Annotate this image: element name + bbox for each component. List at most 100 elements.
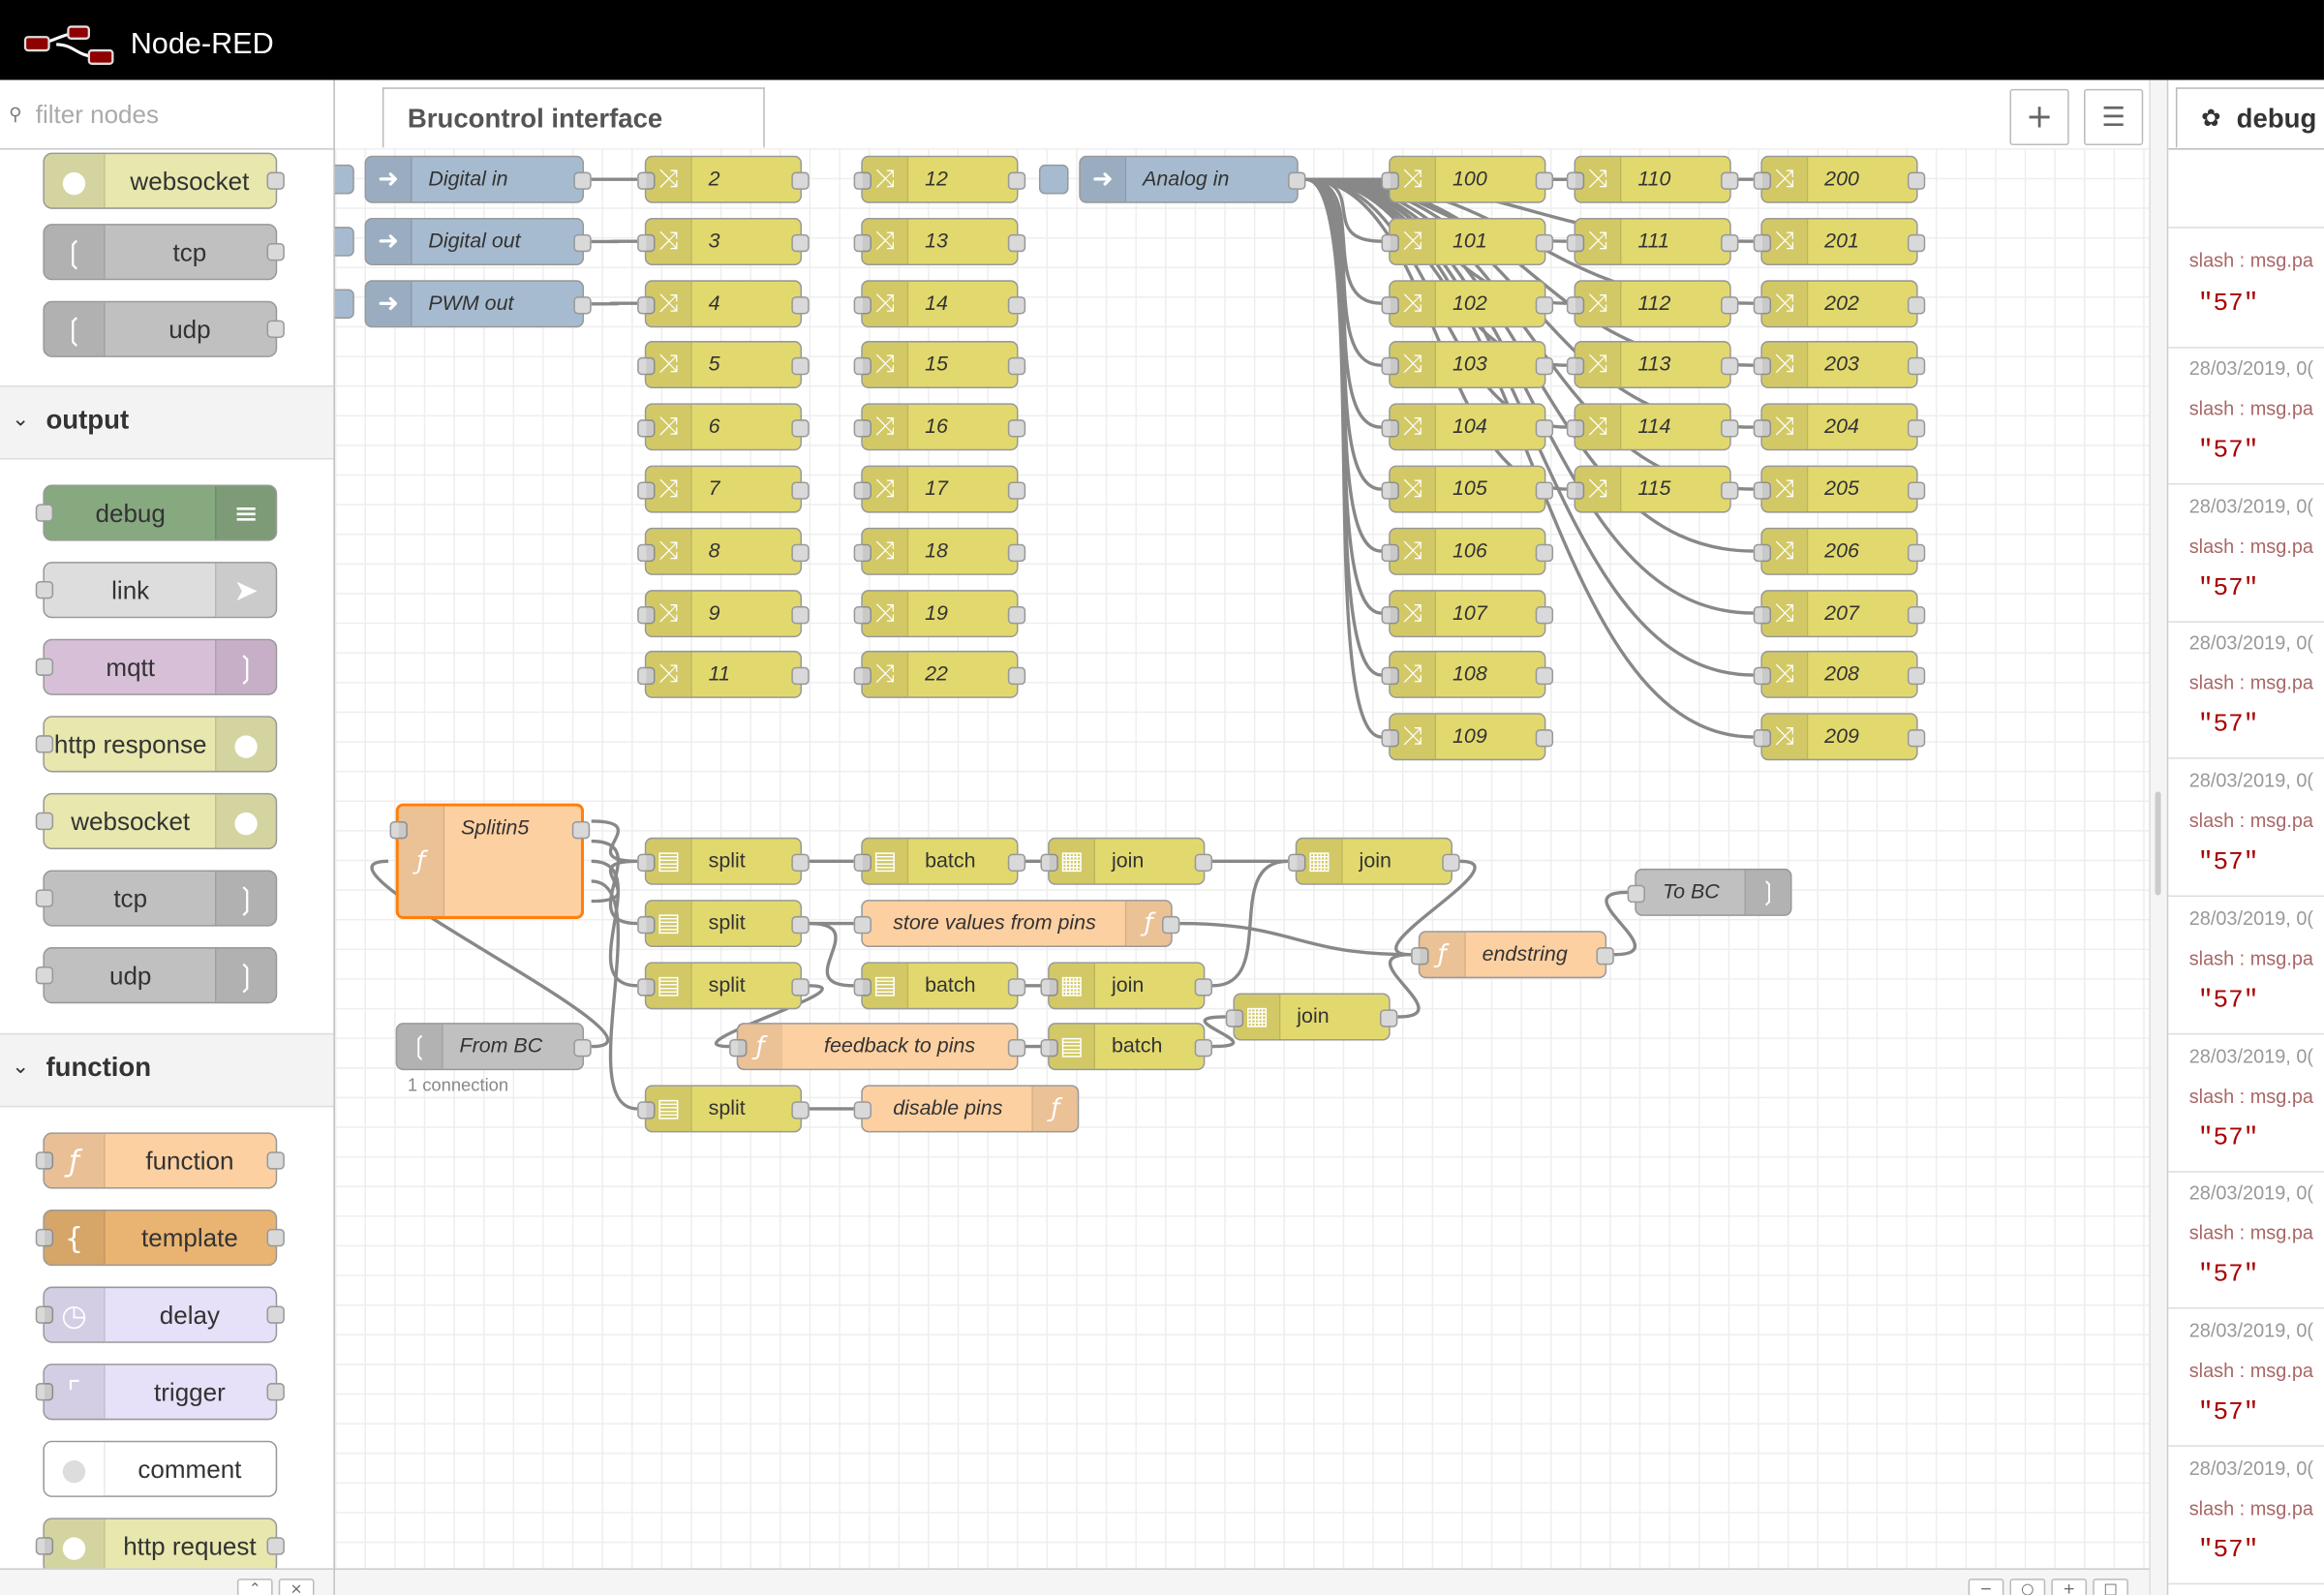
output-port[interactable]	[1008, 172, 1025, 190]
node-switch-109[interactable]: ⤨109	[1389, 714, 1545, 761]
output-port[interactable]	[1380, 1009, 1397, 1027]
node-switch-207[interactable]: ⤨207	[1760, 590, 1917, 637]
sidebar-resize-bar[interactable]	[2149, 80, 2168, 1595]
node-switch-4[interactable]: ⤨4	[645, 280, 802, 327]
node-switch-107[interactable]: ⤨107	[1389, 590, 1545, 637]
node-switch-104[interactable]: ⤨104	[1389, 404, 1545, 451]
output-port[interactable]	[1721, 295, 1738, 313]
inject-button[interactable]	[335, 227, 354, 257]
node-switch-2[interactable]: ⤨2	[645, 156, 802, 203]
node-switch-206[interactable]: ⤨206	[1760, 528, 1917, 575]
node-join-4[interactable]: ▦join	[1233, 994, 1390, 1041]
node-switch-11[interactable]: ⤨11	[645, 652, 802, 699]
node-split-1[interactable]: ▤split	[645, 838, 802, 885]
node-join-3[interactable]: ▦join	[1296, 838, 1452, 885]
node-switch-16[interactable]: ⤨16	[861, 404, 1018, 451]
filter-nodes-input[interactable]: filter nodes	[36, 101, 159, 131]
palette-node-trigger[interactable]: ⌜ trigger	[43, 1364, 277, 1420]
output-port[interactable]	[1536, 419, 1553, 437]
node-switch-3[interactable]: ⤨3	[645, 218, 802, 265]
output-port[interactable]	[1008, 419, 1025, 437]
node-switch-204[interactable]: ⤨204	[1760, 404, 1917, 451]
palette-node-http-response[interactable]: http response ●	[43, 716, 277, 772]
output-port[interactable]	[1721, 481, 1738, 499]
node-split-4[interactable]: ▤split	[645, 1085, 802, 1132]
output-port[interactable]	[791, 916, 809, 934]
palette-node-function[interactable]: ƒ function	[43, 1132, 277, 1188]
output-port[interactable]	[1596, 947, 1613, 965]
output-port[interactable]	[1721, 357, 1738, 375]
node-switch-18[interactable]: ⤨18	[861, 528, 1018, 575]
node-switch-112[interactable]: ⤨112	[1574, 280, 1730, 327]
output-port[interactable]	[791, 854, 809, 872]
output-port[interactable]	[791, 667, 809, 685]
palette-node-udp-out[interactable]: udp ❳	[43, 947, 277, 1003]
debug-message[interactable]: 28/03/2019, 0(slash : msg.pa"57"	[2168, 622, 2324, 759]
debug-message[interactable]: 28/03/2019, 0(slash : msg.pa"57"	[2168, 1308, 2324, 1446]
output-port[interactable]	[573, 172, 591, 190]
node-switch-6[interactable]: ⤨6	[645, 404, 802, 451]
node-switch-201[interactable]: ⤨201	[1760, 218, 1917, 265]
palette-node-link[interactable]: link ➤	[43, 562, 277, 618]
output-port[interactable]	[791, 172, 809, 190]
debug-message[interactable]: 28/03/2019, 0(slash : msg.pa"57"	[2168, 347, 2324, 484]
output-port[interactable]	[791, 419, 809, 437]
debug-message[interactable]: 28/03/2019, 0(slash : msg.pa"57"	[2168, 484, 2324, 622]
node-switch-101[interactable]: ⤨101	[1389, 218, 1545, 265]
output-port[interactable]	[1721, 172, 1738, 190]
output-port[interactable]	[791, 481, 809, 499]
output-port[interactable]	[1908, 357, 1925, 375]
output-port[interactable]	[573, 234, 591, 252]
palette-node-tcp-in[interactable]: ❲ tcp	[43, 224, 277, 280]
output-port[interactable]	[1908, 295, 1925, 313]
output-port[interactable]	[791, 295, 809, 313]
output-port[interactable]	[1536, 667, 1553, 685]
zoom-in-button[interactable]: +	[2051, 1579, 2087, 1595]
output-port[interactable]	[1908, 543, 1925, 561]
tab-debug[interactable]: ✿ debug	[2176, 87, 2324, 148]
node-join-2[interactable]: ▦join	[1048, 962, 1205, 1009]
inject-button[interactable]	[335, 289, 354, 319]
inject-button[interactable]	[335, 165, 354, 195]
palette-node-delay[interactable]: ◷ delay	[43, 1287, 277, 1343]
node-switch-17[interactable]: ⤨17	[861, 466, 1018, 513]
node-split-2[interactable]: ▤split	[645, 900, 802, 947]
node-batch-2[interactable]: ▤batch	[861, 962, 1018, 1009]
output-port[interactable]	[1908, 234, 1925, 252]
output-port[interactable]	[1908, 481, 1925, 499]
list-flows-button[interactable]: ☰	[2084, 89, 2143, 145]
output-port[interactable]	[1536, 295, 1553, 313]
palette-node-websocket-in[interactable]: ● websocket	[43, 153, 277, 209]
output-port[interactable]	[1288, 172, 1305, 190]
node-switch-111[interactable]: ⤨111	[1574, 218, 1730, 265]
node-digital-out[interactable]: ➜Digital out	[365, 218, 585, 265]
output-port[interactable]	[573, 1039, 591, 1057]
palette-node-udp-in[interactable]: ❲ udp	[43, 301, 277, 357]
node-switch-105[interactable]: ⤨105	[1389, 466, 1545, 513]
node-switch-113[interactable]: ⤨113	[1574, 342, 1730, 389]
navigator-button[interactable]: □	[2093, 1579, 2128, 1595]
node-batch-1[interactable]: ▤batch	[861, 838, 1018, 885]
node-switch-203[interactable]: ⤨203	[1760, 342, 1917, 389]
output-port[interactable]	[791, 1101, 809, 1119]
debug-message[interactable]: 28/03/2019, 0(slash : msg.pa"57"	[2168, 1034, 2324, 1172]
zoom-reset-button[interactable]: ○	[2009, 1579, 2045, 1595]
output-port[interactable]	[1442, 854, 1459, 872]
output-port[interactable]	[1536, 172, 1553, 190]
output-port[interactable]	[1195, 978, 1212, 996]
output-port[interactable]	[1908, 667, 1925, 685]
flow-canvas[interactable]: ➜Digital in➜Digital out➜PWM out➜Analog i…	[335, 148, 2149, 1568]
output-port[interactable]	[1908, 605, 1925, 623]
output-port[interactable]	[1008, 357, 1025, 375]
output-port[interactable]	[791, 543, 809, 561]
output-port[interactable]	[1008, 605, 1025, 623]
output-port[interactable]	[791, 357, 809, 375]
debug-message[interactable]: slash : msg.pa "57"	[2168, 229, 2324, 349]
debug-message[interactable]: 28/03/2019, 0(slash : msg.pa"57"	[2168, 1446, 2324, 1583]
palette-node-mqtt[interactable]: mqtt ❳	[43, 639, 277, 695]
output-port[interactable]	[1721, 234, 1738, 252]
node-switch-114[interactable]: ⤨114	[1574, 404, 1730, 451]
output-port[interactable]	[1908, 172, 1925, 190]
